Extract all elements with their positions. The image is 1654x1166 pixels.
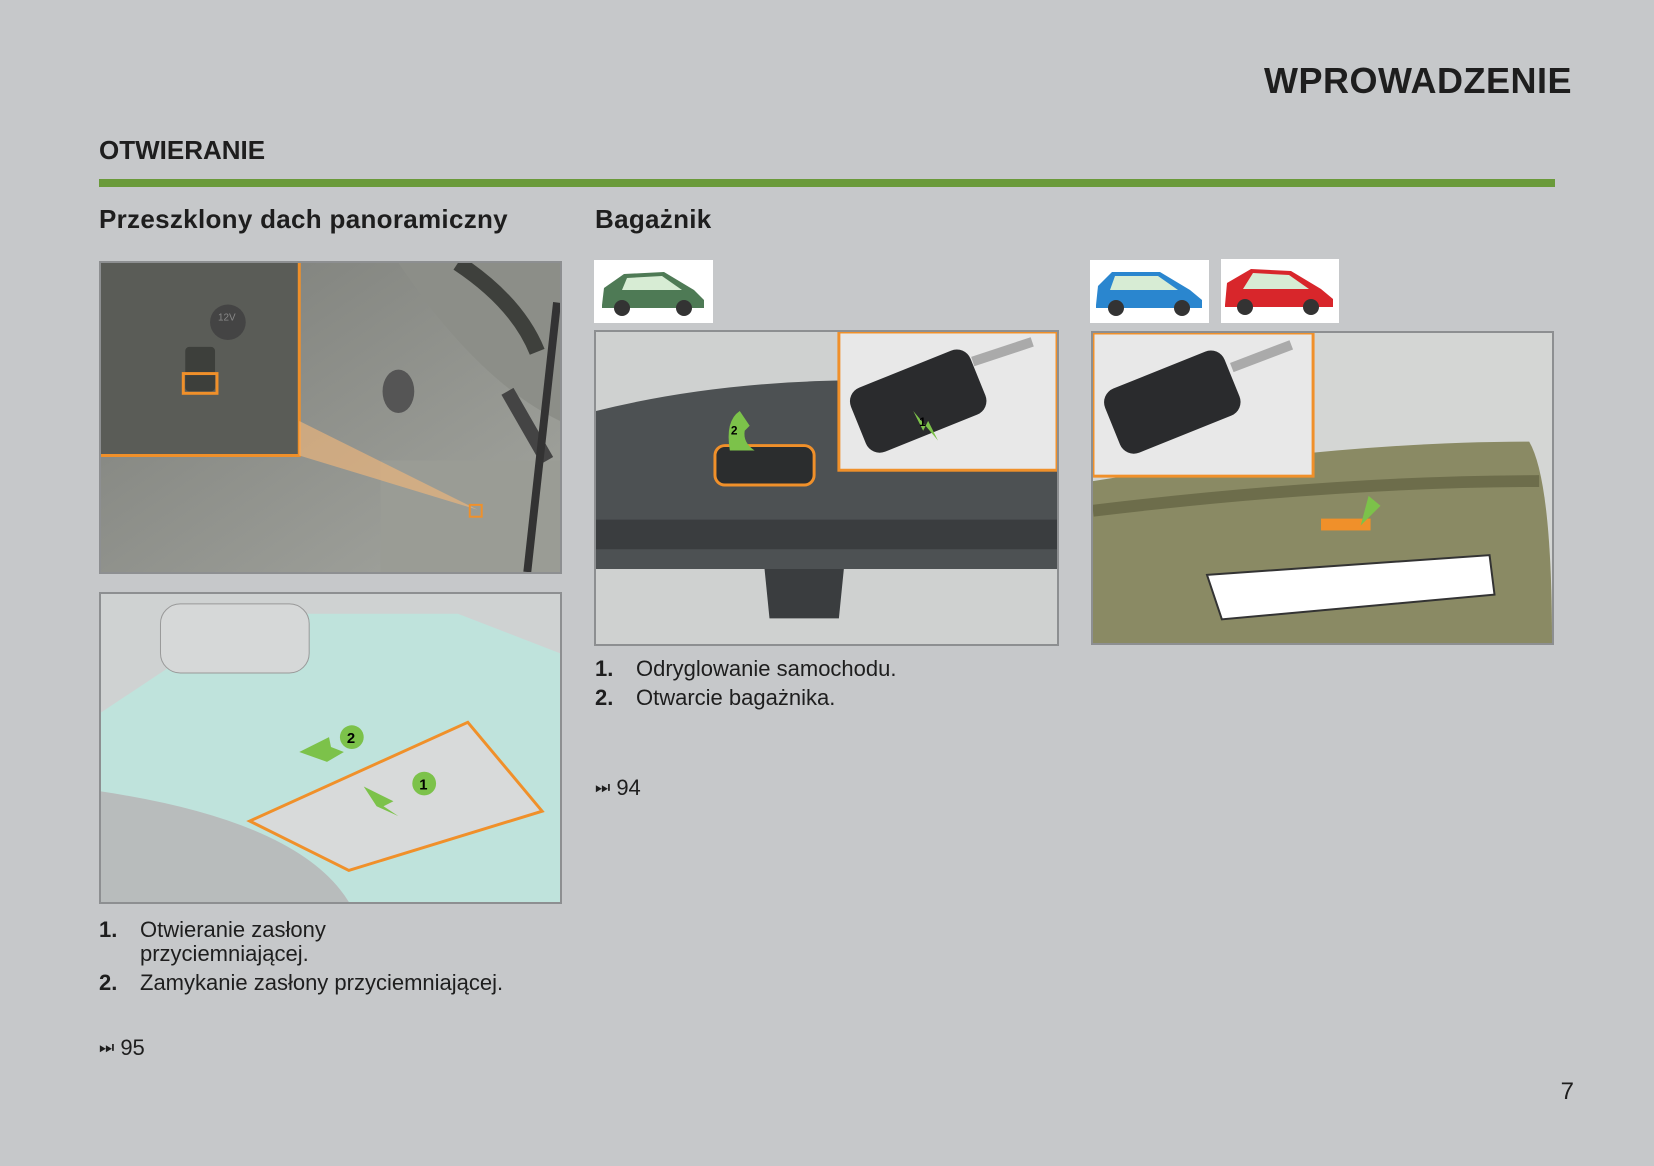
subsection-title-panoramic-roof: Przeszklony dach panoramiczny [99, 204, 508, 234]
boot-instructions-list: 1. Odryglowanie samochodu. 2. Otwarcie bag… [595, 657, 1055, 715]
reference-page: 94 [616, 775, 641, 800]
section-divider [99, 179, 1555, 187]
skip-forward-icon: ⏭ [99, 1038, 115, 1057]
list-item: 1. Otwieranie zasłony przyciemniającej. [99, 918, 579, 966]
list-item: 2. Otwarcie bagażnika. [595, 686, 1055, 710]
list-item: 2. Zamykanie zasłony przyciemniającej. [99, 971, 579, 995]
item-text: Zamykanie zasłony przyciemniającej. [140, 970, 504, 995]
item-number: 2. [99, 970, 118, 995]
subsection-title-boot: Bagażnik [595, 204, 712, 234]
item-text: Otwieranie zasłony przyciemniającej. [140, 917, 326, 966]
panoramic-roof-illustration: 2 1 [99, 592, 562, 904]
callout-2: 2 [347, 731, 355, 747]
car-badge-sw [1090, 260, 1209, 323]
boot-handle-sw-illustration [1091, 331, 1554, 645]
callout-2: 2 [731, 424, 738, 438]
roof-instructions-list: 1. Otwieranie zasłony przyciemniającej. 2… [99, 918, 579, 1000]
item-text: Otwarcie bagażnika. [636, 685, 836, 710]
reference-page: 95 [120, 1035, 145, 1060]
callout-1: 1 [919, 415, 926, 429]
item-text: Odryglowanie samochodu. [636, 656, 897, 681]
callout-1: 1 [419, 777, 427, 793]
car-badge-hatchback [594, 260, 713, 323]
item-number: 2. [595, 685, 614, 710]
page-reference-95[interactable]: ⏭ 95 [99, 1035, 145, 1061]
page-reference-94[interactable]: ⏭ 94 [595, 775, 641, 801]
item-number: 1. [595, 656, 614, 681]
item-number: 1. [99, 917, 118, 942]
page-number: 7 [1560, 1078, 1574, 1105]
list-item: 1. Odryglowanie samochodu. [595, 657, 1055, 681]
console-switch-illustration: 12V [99, 261, 562, 574]
chapter-title: WPROWADZENIE [1264, 60, 1572, 101]
boot-handle-hatchback-illustration: 2 1 [594, 330, 1059, 646]
skip-forward-icon: ⏭ [595, 778, 611, 797]
car-badge-rc [1221, 259, 1339, 323]
section-title: OTWIERANIE [99, 135, 266, 165]
12v-label: 12V [218, 312, 236, 323]
